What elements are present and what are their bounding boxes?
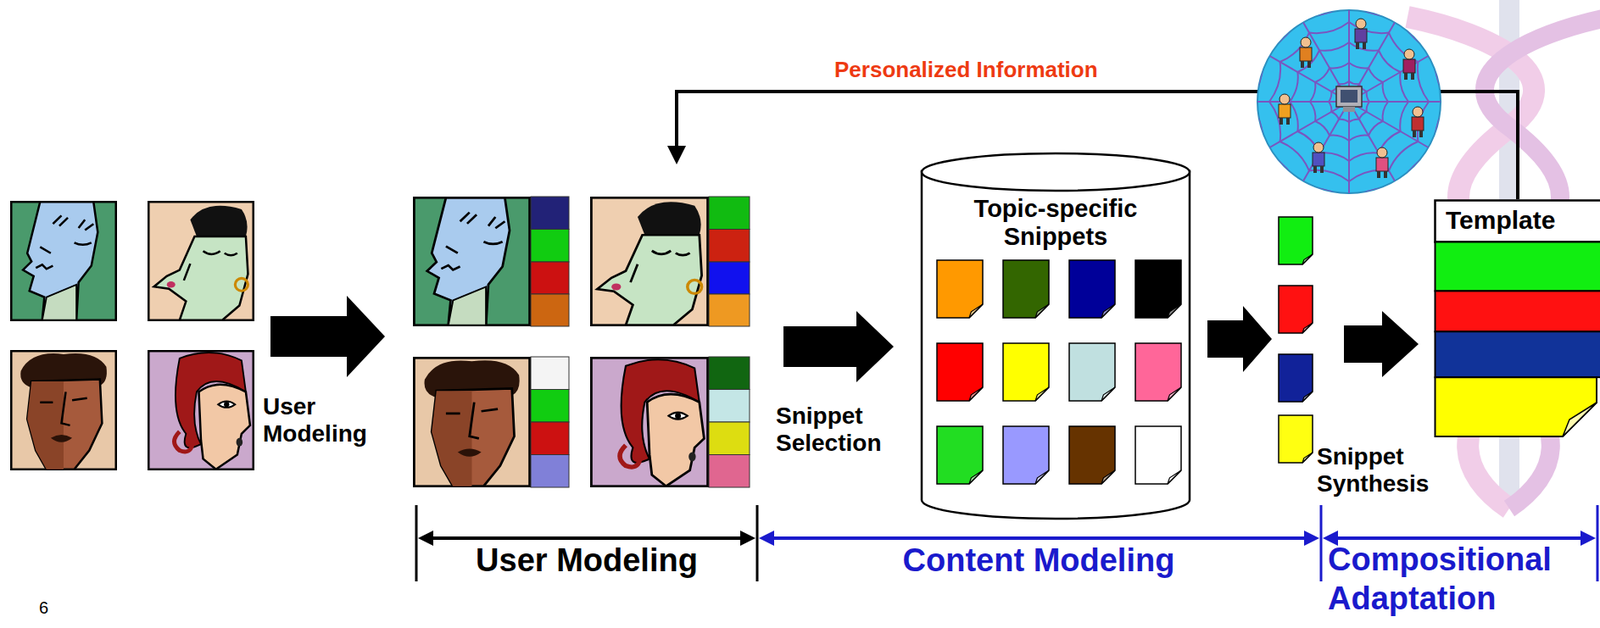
web-threads [1248, 1, 1450, 202]
label-holder: Personalized Information [834, 57, 1242, 84]
snippet-sheet [1135, 426, 1182, 485]
selected-snippets [1278, 217, 1313, 463]
snippet-sheet [1278, 285, 1313, 334]
store-title: Topic-specific Snippets [949, 195, 1162, 252]
snippet-sheet [936, 260, 983, 318]
snippet-fold [1167, 470, 1182, 485]
snippet-fold [1167, 304, 1182, 318]
web-person [1376, 147, 1389, 179]
phase-label: Compositional Adaptation [1327, 540, 1596, 619]
label-holder: User Modeling [262, 393, 382, 448]
step-label: User Modeling [262, 393, 382, 448]
stored-snippet [1003, 343, 1049, 402]
snippet-sheet [1003, 343, 1049, 402]
step-label: Snippet Selection [775, 402, 904, 458]
snippet-fold [1302, 391, 1313, 402]
web-illustration [1248, 1, 1450, 202]
snippet-fold [1302, 323, 1313, 334]
snippet-fold [969, 304, 983, 318]
snippet-sheet [1069, 343, 1115, 402]
snippet-fold [1035, 470, 1049, 485]
label-holder: Compositional Adaptation [1327, 540, 1596, 619]
stored-snippet [1135, 260, 1182, 318]
snippet-sheet [1135, 343, 1182, 402]
stored-snippet [1069, 260, 1115, 318]
user-profile-bars [530, 196, 750, 488]
snippet-sheet [936, 426, 983, 485]
label-holder: Content Modeling [784, 542, 1294, 580]
web-person [1411, 106, 1424, 138]
web-computer [1336, 86, 1362, 112]
stored-snippet [1069, 343, 1115, 402]
selected-snippet [1278, 354, 1313, 402]
web-person [1312, 142, 1325, 173]
stored-snippet [1003, 260, 1049, 318]
stored-snippet [1135, 343, 1182, 402]
snippet-sheet [1278, 354, 1313, 402]
web-person [1403, 49, 1416, 80]
snippet-fold [1101, 387, 1115, 402]
stored-snippet [936, 343, 983, 402]
stored-snippet [936, 426, 983, 485]
web-person [1278, 94, 1291, 125]
web-person [1354, 18, 1367, 50]
label-holder: 6 [39, 598, 73, 619]
snippet-sheet [1135, 260, 1182, 318]
snippet-sheet [1003, 426, 1049, 485]
user-faces [11, 197, 708, 486]
snippet-sheet [936, 343, 983, 402]
template-box: Template [1433, 199, 1600, 439]
step-label: Snippet Synthesis [1316, 443, 1431, 498]
snippet-grid [936, 260, 1182, 485]
snippet-fold [1101, 470, 1115, 485]
stored-snippet [1135, 426, 1182, 485]
snippet-sheet [1278, 217, 1313, 265]
snippet-fold [1302, 254, 1313, 265]
page-number: 6 [39, 598, 73, 619]
snippet-sheet [1278, 415, 1313, 463]
snippet-sheet [1069, 260, 1115, 318]
template-outline [1433, 199, 1600, 439]
snippet-fold [1302, 452, 1313, 463]
template-title: Template [1445, 206, 1592, 236]
snippet-store-cylinder: Topic-specific Snippets [919, 152, 1192, 521]
snippet-sheet [1003, 260, 1049, 318]
selected-snippet [1278, 415, 1313, 463]
label-holder: User Modeling [425, 542, 748, 580]
feedback-label: Personalized Information [834, 57, 1242, 84]
label-holder: Snippet Selection [775, 402, 904, 458]
label-holder: Snippet Synthesis [1316, 443, 1431, 498]
snippet-fold [969, 470, 983, 485]
snippet-fold [1035, 304, 1049, 318]
snippet-fold [1035, 387, 1049, 402]
selected-snippet [1278, 285, 1313, 334]
phase-label: User Modeling [425, 542, 748, 580]
stored-snippet [936, 260, 983, 318]
stored-snippet [1069, 426, 1115, 485]
snippet-fold [1167, 387, 1182, 402]
snippet-sheet [1069, 426, 1115, 485]
selected-snippet [1278, 217, 1313, 265]
stored-snippet [1003, 426, 1049, 485]
web-person [1299, 37, 1312, 68]
snippet-fold [969, 387, 983, 402]
phase-label: Content Modeling [784, 542, 1294, 580]
snippet-fold [1101, 304, 1115, 318]
